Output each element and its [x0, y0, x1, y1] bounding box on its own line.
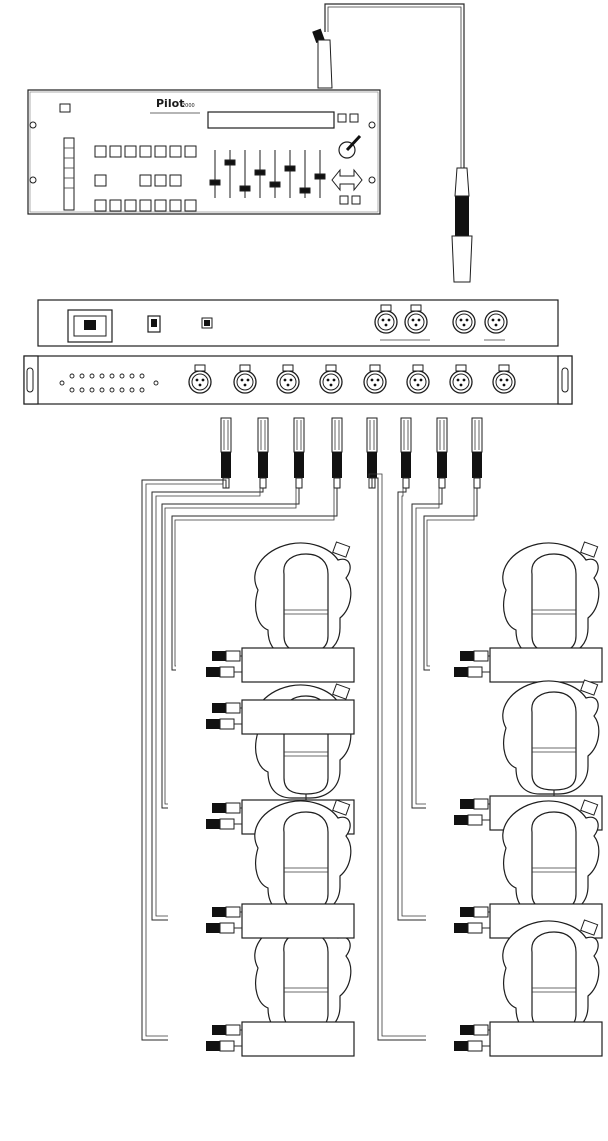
splitter-led-indicators: [59, 373, 159, 393]
lighting-controller: Pilot 2000: [27, 89, 381, 215]
input-cable: [312, 3, 473, 283]
fixture-left-4: [205, 919, 355, 1057]
fixture-left-1: [205, 541, 355, 683]
controller-model: 2000: [182, 103, 195, 109]
dmx-splitter: [23, 355, 573, 405]
fixture-right-4: [453, 919, 603, 1057]
fixture-bases-extra: [205, 903, 355, 939]
controller-brand: Pilot: [156, 97, 184, 110]
output-plugs: [220, 417, 483, 489]
controller-faders: [209, 150, 326, 198]
controller-button-row-2: [94, 174, 182, 187]
power-interface-unit: [37, 299, 559, 347]
controller-button-row-1: [94, 145, 197, 158]
controller-joystick: [331, 113, 363, 205]
dmx-cables: [141, 473, 478, 1041]
controller-button-row-3: [94, 199, 197, 212]
fixture-right-1: [453, 541, 603, 683]
controller-display: [207, 111, 335, 129]
